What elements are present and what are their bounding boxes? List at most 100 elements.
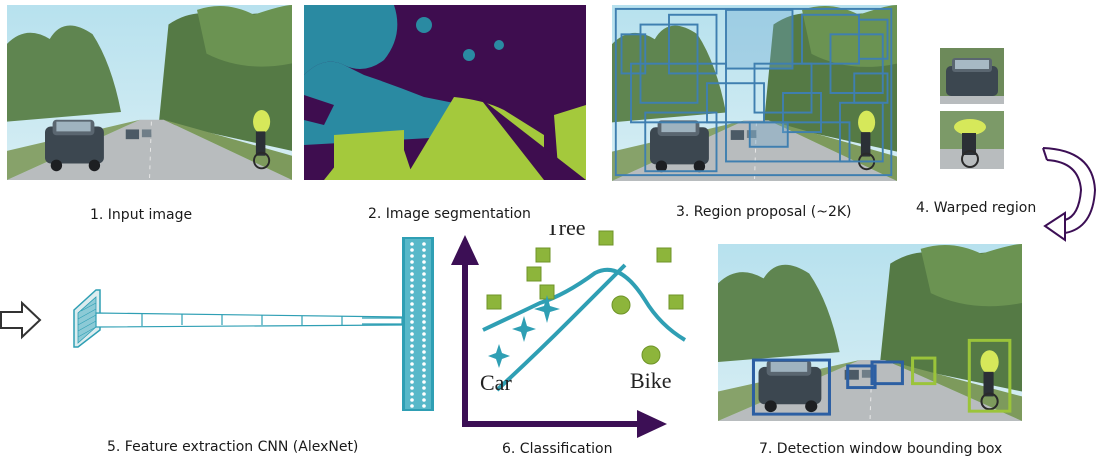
- fc-neuron: [422, 296, 426, 300]
- fc-neuron: [422, 392, 426, 396]
- fc-neuron: [422, 362, 426, 366]
- fc-neuron: [410, 374, 414, 378]
- caption-cnn: 5. Feature extraction CNN (AlexNet): [107, 439, 359, 455]
- warped-region-car: [940, 48, 1004, 104]
- decision-curve-upper: [482, 267, 687, 342]
- fc-neuron: [410, 326, 414, 330]
- bike-class-markers: [611, 295, 661, 365]
- fc-neuron: [422, 356, 426, 360]
- caption-segmentation: 2. Image segmentation: [368, 206, 531, 222]
- fc-neuron: [410, 392, 414, 396]
- fc-neuron: [410, 308, 414, 312]
- car-marker: [534, 295, 560, 323]
- fc-neuron: [410, 278, 414, 282]
- fc-neuron: [422, 350, 426, 354]
- fc-neuron: [410, 350, 414, 354]
- fc-neuron: [410, 296, 414, 300]
- fc-neuron: [422, 260, 426, 264]
- fc-neuron: [410, 302, 414, 306]
- tree-marker: [656, 247, 672, 263]
- caption-input-image: 1. Input image: [90, 207, 193, 223]
- fc-neuron: [422, 314, 426, 318]
- cnn-input-layer: [73, 289, 101, 348]
- tree-marker: [668, 294, 684, 310]
- fc-neuron: [422, 374, 426, 378]
- bbox-bike-far: [911, 356, 937, 386]
- car-marker: [512, 316, 536, 342]
- y-axis-arrowhead-icon: [451, 235, 479, 265]
- car-class-markers: [488, 295, 560, 368]
- caption-warped-region: 4. Warped region: [916, 200, 1037, 216]
- segmentation-image: [304, 5, 586, 180]
- cnn-hidden-layers: [95, 312, 403, 328]
- fc-neuron: [410, 362, 414, 366]
- bike-marker: [611, 295, 631, 315]
- fc-neuron: [422, 380, 426, 384]
- bbox-car-far: [846, 364, 877, 390]
- car-marker: [488, 344, 510, 368]
- fc-neuron: [410, 260, 414, 264]
- fc-neuron: [410, 248, 414, 252]
- tree-class-markers: [486, 230, 684, 310]
- x-axis-arrowhead-icon: [637, 410, 667, 438]
- fc-neuron: [422, 284, 426, 288]
- fc-neuron: [422, 266, 426, 270]
- fc-neuron: [410, 386, 414, 390]
- classification-plot: Tree Car Bike: [451, 225, 687, 438]
- fc-neuron: [422, 368, 426, 372]
- fc-neuron: [422, 332, 426, 336]
- fc-neuron: [410, 398, 414, 402]
- detection-image: [718, 244, 1022, 421]
- fc-neuron: [410, 344, 414, 348]
- fc-neuron: [422, 344, 426, 348]
- bbox-car-near: [751, 358, 831, 416]
- fc-neuron: [410, 254, 414, 258]
- tree-marker: [535, 247, 551, 263]
- fc-neuron: [410, 404, 414, 408]
- class-label-car: Car: [480, 370, 512, 395]
- tree-marker: [598, 230, 614, 246]
- fc-neuron: [410, 284, 414, 288]
- fc-neuron: [422, 386, 426, 390]
- fc-neuron: [410, 332, 414, 336]
- fc-neuron: [422, 254, 426, 258]
- caption-classification: 6. Classification: [502, 441, 613, 457]
- bike-marker: [641, 345, 661, 365]
- cnn-diagram: [73, 237, 434, 411]
- fc-neuron: [410, 242, 414, 246]
- cnn-fc-neurons: [410, 242, 426, 408]
- fc-neuron: [422, 326, 426, 330]
- class-label-bike: Bike: [630, 368, 672, 393]
- curved-arrow-icon: [1042, 147, 1097, 242]
- fc-neuron: [410, 266, 414, 270]
- tree-marker: [486, 294, 502, 310]
- fc-neuron: [422, 242, 426, 246]
- bbox-bike-near: [967, 338, 1012, 413]
- decision-curve-lower: [495, 263, 627, 392]
- tree-marker: [526, 266, 542, 282]
- fc-neuron: [422, 398, 426, 402]
- fc-neuron: [410, 380, 414, 384]
- fc-neuron: [422, 302, 426, 306]
- fc-neuron: [422, 338, 426, 342]
- fc-neuron: [422, 272, 426, 276]
- fc-neuron: [410, 272, 414, 276]
- fc-neuron: [410, 314, 414, 318]
- fc-neuron: [422, 404, 426, 408]
- fc-neuron: [410, 290, 414, 294]
- class-label-tree: Tree: [546, 225, 586, 240]
- left-entry-arrow-icon: [0, 300, 42, 340]
- fc-neuron: [422, 248, 426, 252]
- fc-neuron: [410, 338, 414, 342]
- warped-region-bike: [940, 111, 1004, 169]
- input-image: [7, 5, 292, 180]
- bbox-car-far-2: [870, 360, 904, 386]
- cnn-fc-layer: [402, 237, 434, 411]
- fc-neuron: [422, 320, 426, 324]
- fc-neuron: [422, 278, 426, 282]
- region-proposal-image: [612, 5, 897, 181]
- fc-neuron: [422, 290, 426, 294]
- fc-neuron: [410, 320, 414, 324]
- caption-detection: 7. Detection window bounding box: [759, 441, 1003, 457]
- caption-region-proposal: 3. Region proposal (~2K): [676, 204, 852, 220]
